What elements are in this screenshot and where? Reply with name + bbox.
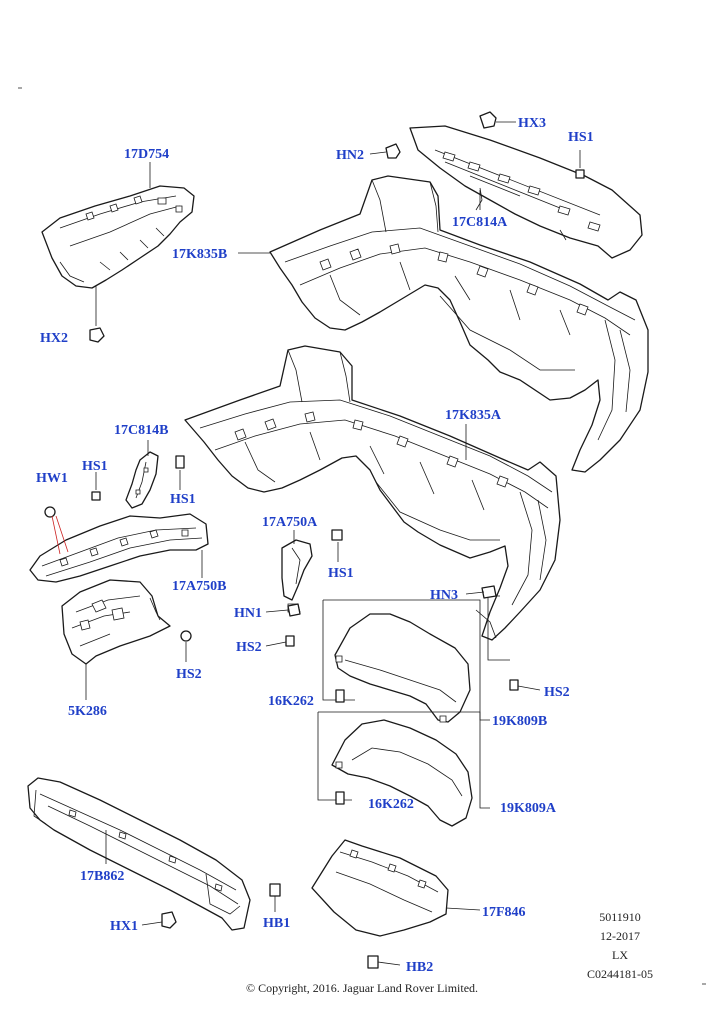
part-17a750a-bracket (281, 539, 313, 613)
fastener-16k262-bot (335, 791, 345, 805)
fastener-hs1-mid (175, 455, 185, 469)
callout-17k835a: 17K835A (445, 408, 502, 423)
part-17c814a-bracket (409, 125, 643, 259)
callout-hx3: HX3 (518, 116, 546, 131)
callout-17c814b: 17C814B (114, 423, 168, 438)
callout-19k809b: 19K809B (492, 714, 547, 729)
callout-hx1: HX1 (110, 919, 138, 934)
callout-17a750a: 17A750A (262, 515, 318, 530)
fastener-hn3 (481, 585, 497, 599)
callout-17k835b: 17K835B (172, 247, 227, 262)
illustration-info: 5011910 12-2017 LX C0244181-05 (570, 908, 670, 984)
fastener-hs2-mid (285, 635, 295, 647)
part-17f846-undertray (311, 839, 449, 937)
callout-hs2-left: HS2 (176, 667, 202, 682)
callout-hs2-right: HS2 (544, 685, 570, 700)
fastener-hx2 (89, 327, 105, 343)
callout-19k809a: 19K809A (500, 801, 557, 816)
callout-17f846: 17F846 (482, 905, 526, 920)
fastener-hs1-lower (331, 529, 343, 541)
callout-hn2: HN2 (336, 148, 364, 163)
part-19k809b-panel (334, 613, 471, 723)
callout-17b862: 17B862 (80, 869, 124, 884)
leader-lines (51, 121, 581, 966)
fasteners (44, 111, 585, 969)
fastener-hb1 (269, 883, 281, 897)
callout-hw1: HW1 (36, 471, 68, 486)
fastener-16k262-top (335, 689, 345, 703)
callout-16k262-top: 16K262 (268, 694, 314, 709)
part-5k286-panel (61, 579, 171, 665)
part-17d754-side-bracket (41, 185, 195, 289)
fastener-hn1 (287, 603, 301, 617)
callout-hn3: HN3 (430, 588, 458, 603)
fastener-hb2 (367, 955, 379, 969)
fastener-hs2-right (509, 679, 519, 691)
callout-hx2: HX2 (40, 331, 68, 346)
callout-5k286: 5K286 (68, 704, 107, 719)
illustration-number: 5011910 (599, 910, 641, 924)
copyright-notice: © Copyright, 2016. Jaguar Land Rover Lim… (245, 981, 479, 995)
part-17k835a-bumper-cover (184, 345, 561, 641)
callout-hn1: HN1 (234, 606, 262, 621)
callout-17c814a: 17C814A (452, 215, 508, 230)
callout-hs2-mid: HS2 (236, 640, 262, 655)
callout-hs1-mid: HS1 (170, 492, 196, 507)
callout-hs1-left: HS1 (82, 459, 108, 474)
fastener-hn2 (385, 143, 401, 159)
callout-17d754: 17D754 (124, 147, 169, 162)
part-17a750b-bracket (29, 513, 209, 583)
illustration-date: 12-2017 (600, 929, 640, 943)
callout-hs1-top: HS1 (568, 130, 594, 145)
part-19k809a-panel (331, 719, 473, 827)
callout-17a750b: 17A750B (172, 579, 226, 594)
illustration-code: C0244181-05 (587, 967, 653, 981)
illustration-model: LX (612, 948, 628, 962)
fastener-hx1 (161, 911, 177, 929)
fastener-hx3 (479, 111, 497, 129)
callout-16k262-bot: 16K262 (368, 797, 414, 812)
fastener-hs2-left (180, 630, 192, 642)
callouts: HX3 HS1 HN2 17D754 17C814A 17K835B HX2 1… (36, 116, 594, 975)
callout-hs1-lower: HS1 (328, 566, 354, 581)
callout-hb1: HB1 (263, 916, 290, 931)
part-17b862-impact-beam (27, 777, 251, 931)
fastener-hw1 (44, 506, 56, 518)
fastener-hs1-top (575, 169, 585, 179)
callout-hb2: HB2 (406, 960, 433, 975)
part-17k835b-bumper-cover (269, 175, 649, 473)
part-17c814b-bracket (125, 451, 159, 509)
fastener-hs1-left (91, 491, 101, 501)
